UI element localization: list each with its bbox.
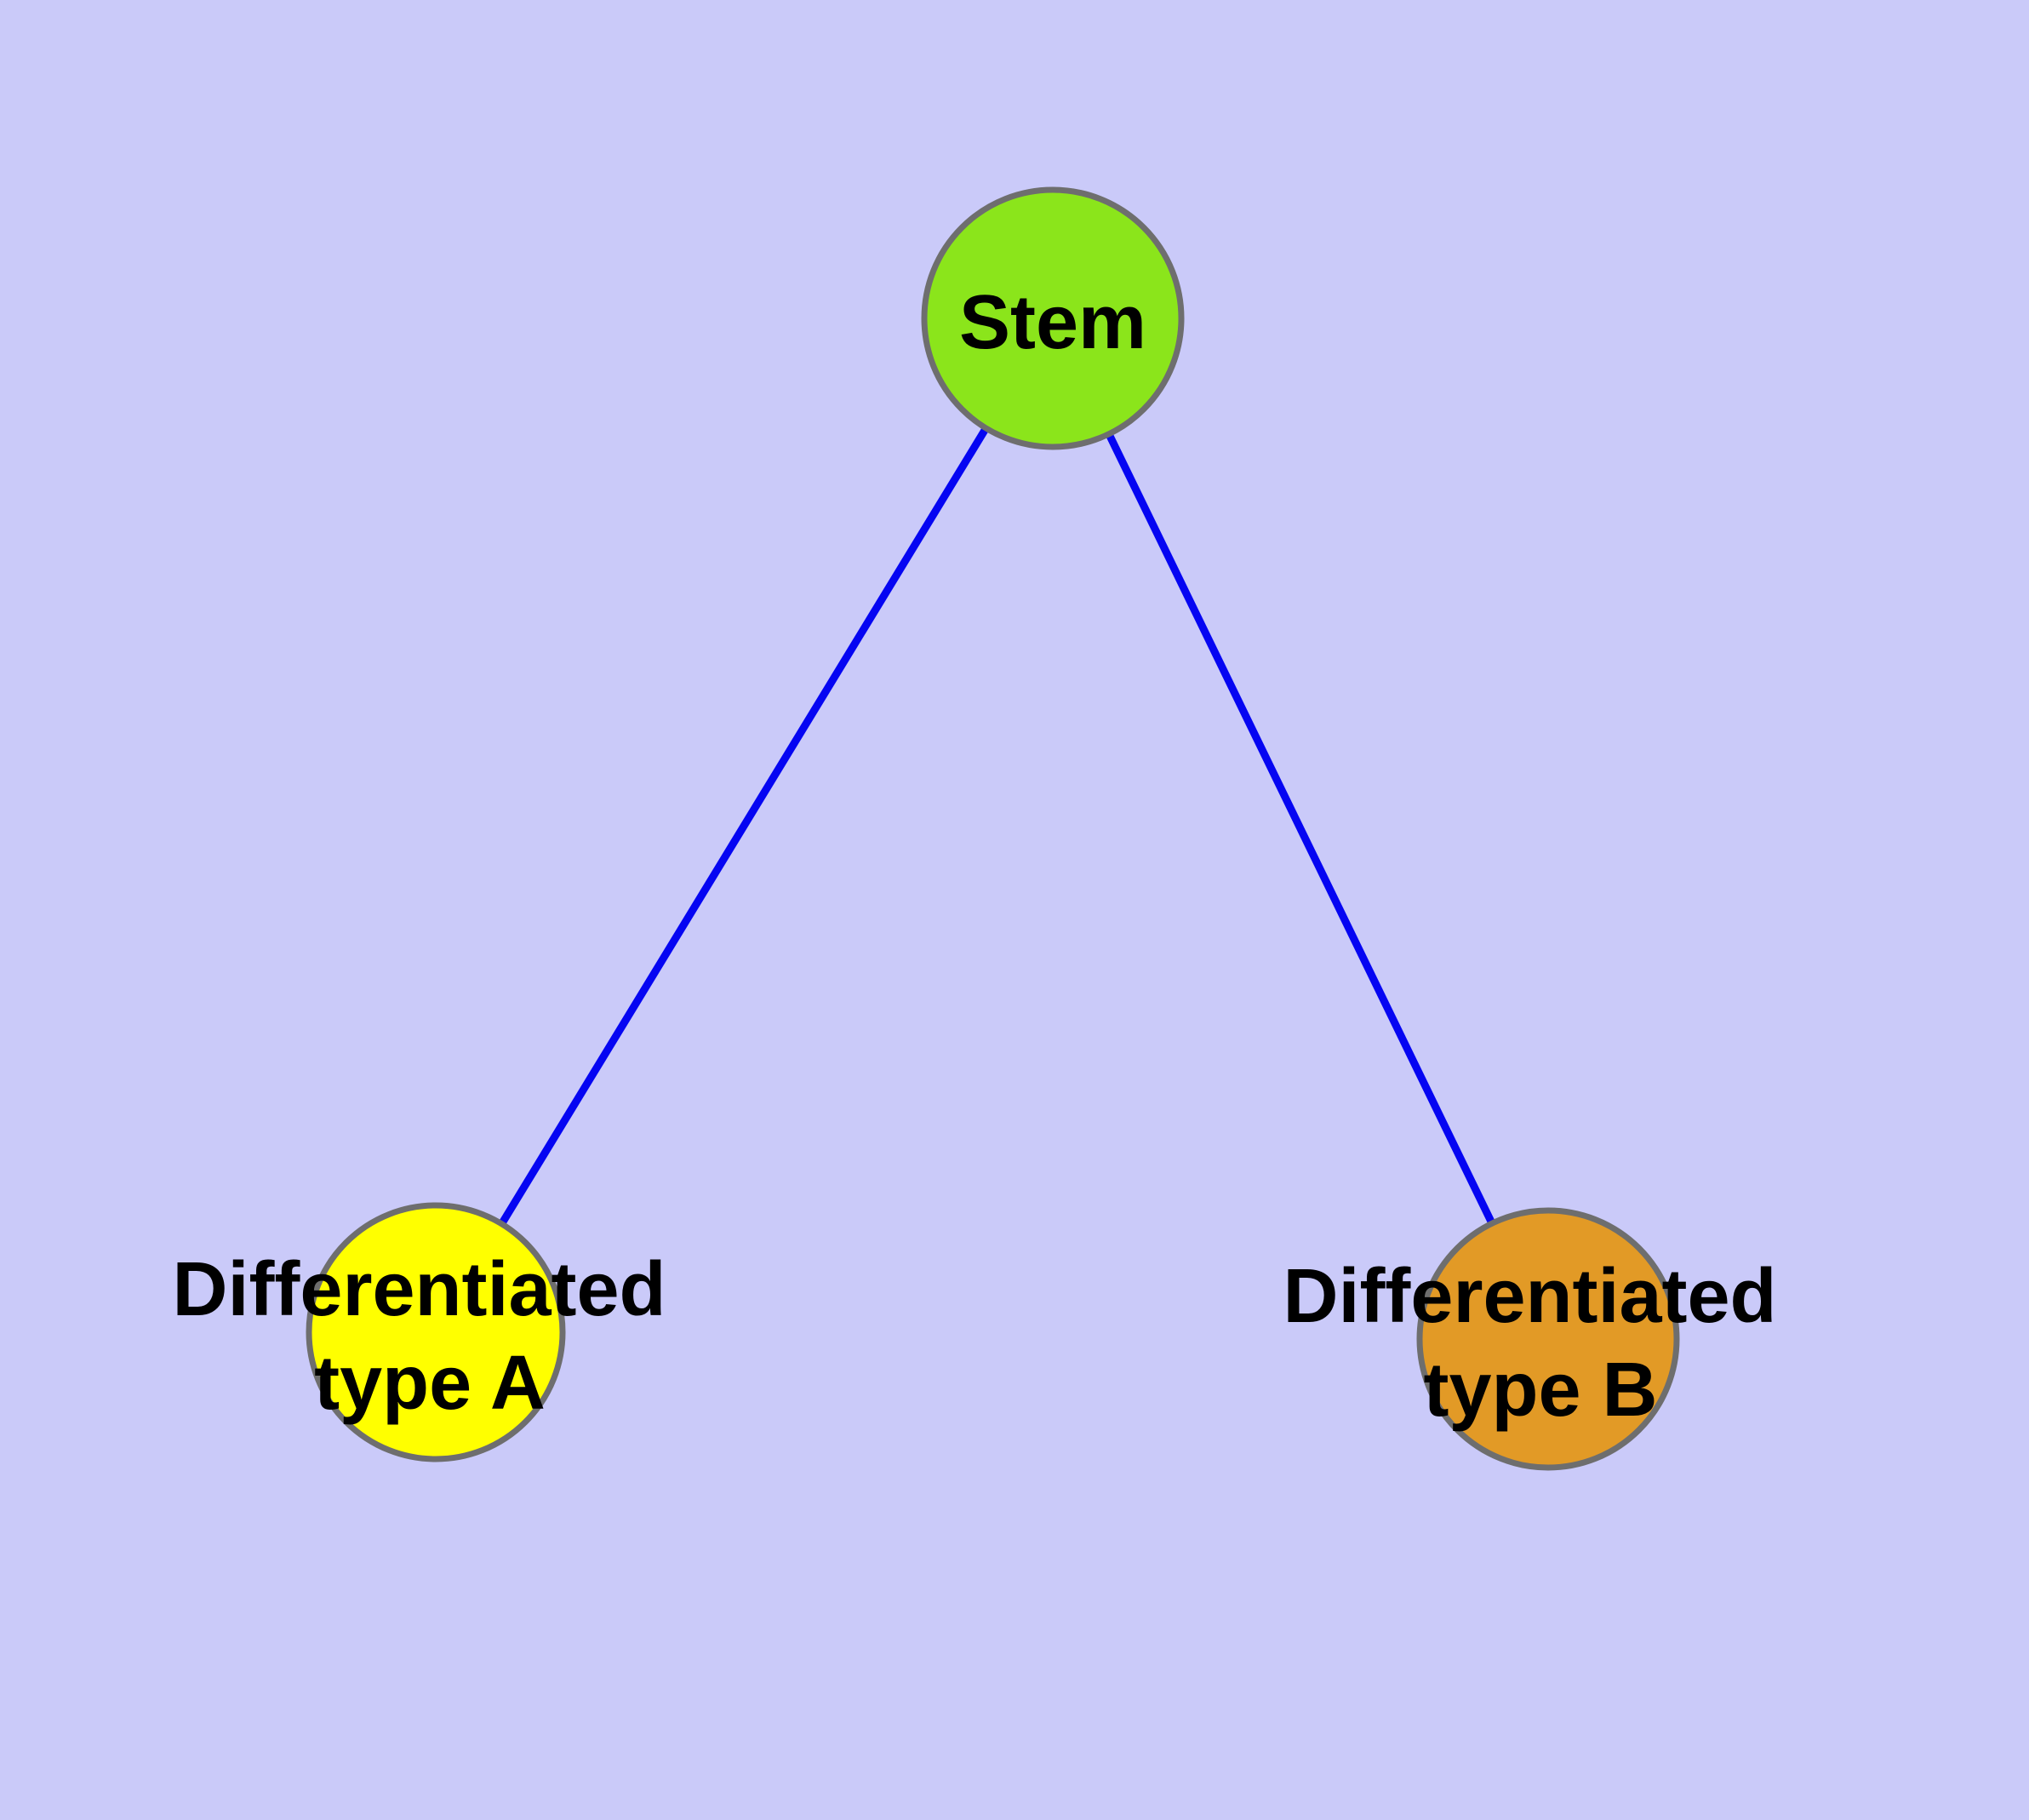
node-type-a-label-line2: type A xyxy=(314,1341,546,1426)
node-type-b-label-line2: type B xyxy=(1423,1348,1657,1433)
node-type-b-circle xyxy=(1416,1207,1680,1471)
node-stem-label: Stem xyxy=(959,280,1146,365)
node-stem-circle xyxy=(921,186,1185,450)
node-type-b-label-line1: Differentiated xyxy=(1283,1254,1776,1339)
edge-stem-to-type-b xyxy=(1049,317,1552,1341)
node-type-a-label-line1: Differentiated xyxy=(172,1247,666,1332)
node-type-a-circle xyxy=(306,1202,566,1462)
edge-stem-to-type-a xyxy=(432,316,1056,1335)
node-type-b-label: Differentiated type B xyxy=(1283,1254,1798,1433)
node-type-a-label: Differentiated type A xyxy=(172,1247,687,1426)
